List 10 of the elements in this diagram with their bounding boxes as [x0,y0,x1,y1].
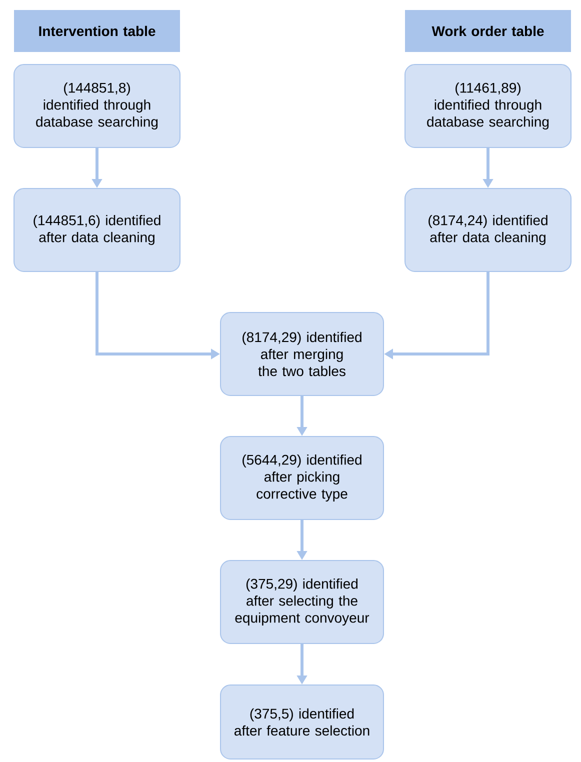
table-header: Intervention table [14,10,180,52]
process-box: (144851,8) identified through database searching [14,64,180,148]
process-box: (11461,89) identified through database searching [404,64,572,148]
process-box: (375,29) identified after selecting the equipment convoyeur [220,560,384,644]
process-box: (375,5) identified after feature selection [220,684,384,760]
table-header: Work order table [405,10,571,52]
process-box: (8174,24) identified after data cleaning [404,188,572,272]
process-box: (8174,29) identified after merging the two tables [220,312,384,396]
process-box: (144851,6) identified after data cleaning [14,188,180,272]
process-box: (5644,29) identified after picking corrective type [220,436,384,520]
